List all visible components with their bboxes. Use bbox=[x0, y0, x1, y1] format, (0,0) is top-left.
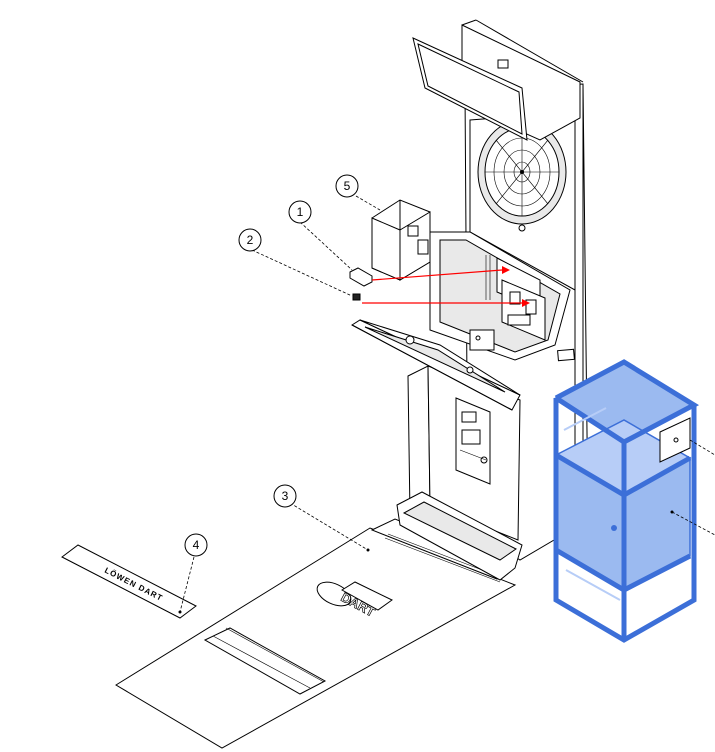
callout-1: 1 bbox=[288, 200, 312, 224]
front-panel-open bbox=[351, 319, 521, 411]
callout-5-number: 5 bbox=[344, 179, 351, 193]
coin-door bbox=[455, 397, 491, 485]
leader-1 bbox=[299, 221, 353, 271]
callout-4-number: 4 bbox=[193, 538, 200, 552]
assembly-arrows bbox=[362, 266, 530, 307]
dartboard bbox=[477, 119, 567, 225]
highlighted-stand bbox=[553, 359, 715, 643]
leader-3 bbox=[289, 502, 369, 551]
callout-5: 5 bbox=[335, 174, 359, 198]
leader-5 bbox=[355, 195, 381, 211]
callout-3: 3 bbox=[273, 484, 297, 508]
callout-1-number: 1 bbox=[297, 205, 304, 219]
callout-2-number: 2 bbox=[247, 233, 254, 247]
floor-mat: DART bbox=[115, 518, 517, 749]
callout-4: 4 bbox=[184, 533, 208, 557]
part-5-bracket bbox=[371, 199, 431, 281]
part-2-screw bbox=[352, 293, 361, 301]
callout-2: 2 bbox=[238, 228, 262, 252]
callout-3-number: 3 bbox=[282, 489, 289, 503]
dart-cabinet bbox=[351, 19, 589, 581]
monitor bbox=[412, 37, 528, 141]
leader-4 bbox=[179, 556, 195, 613]
floor-sign: LÖWEN DART bbox=[61, 544, 197, 619]
leader-2 bbox=[251, 249, 353, 297]
part-1-clip bbox=[349, 267, 373, 287]
